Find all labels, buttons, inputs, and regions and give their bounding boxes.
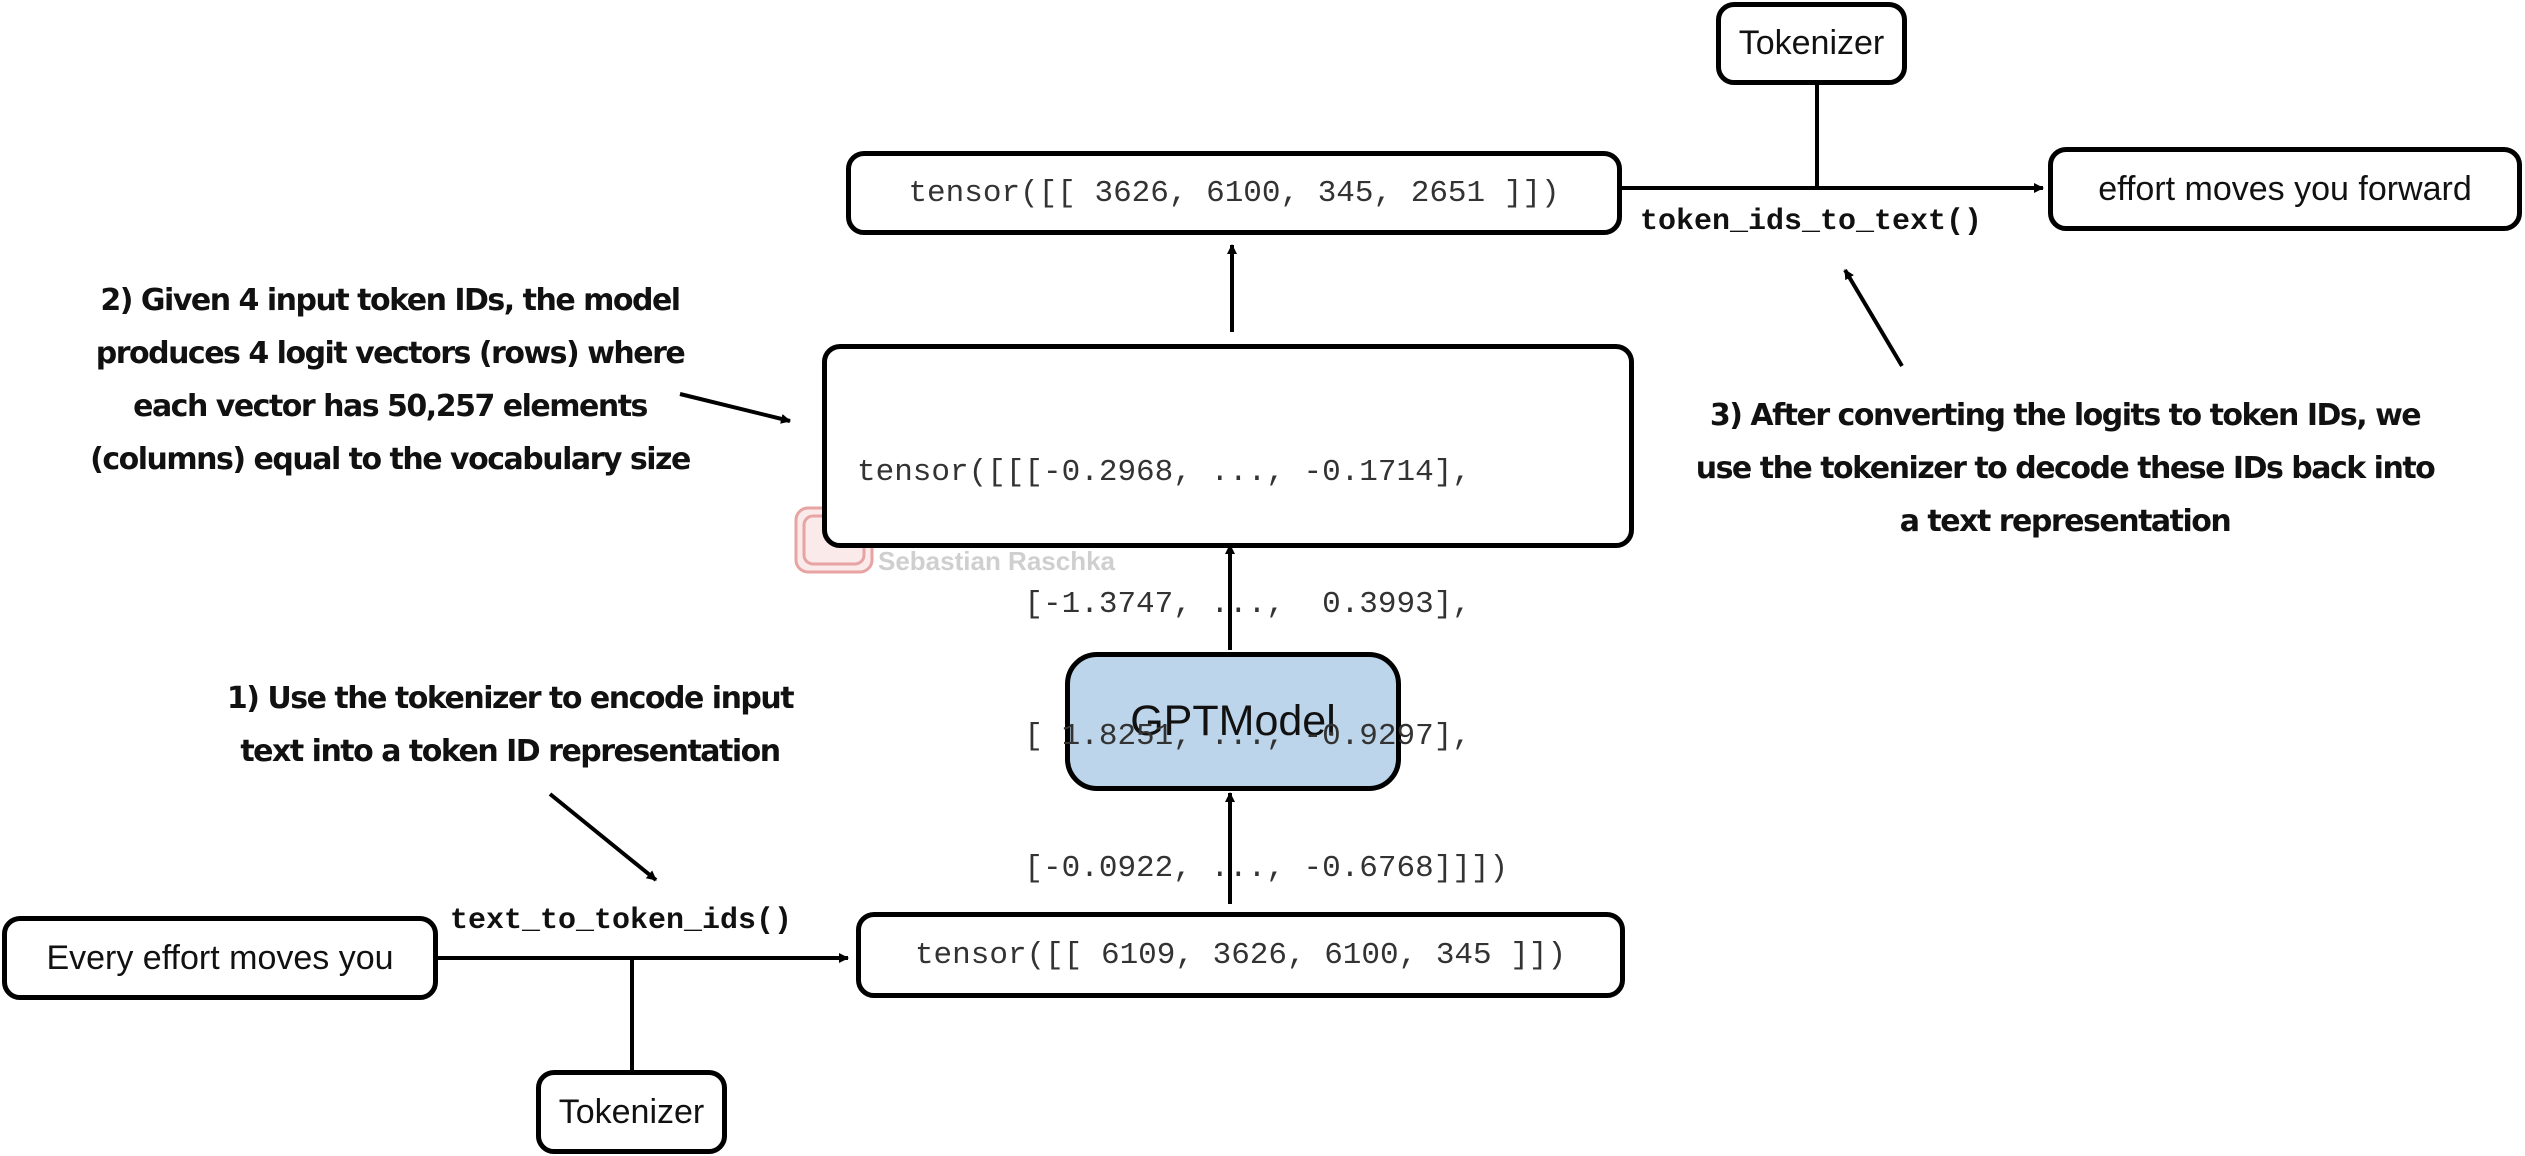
note-step3-line-1: 3) After converting the logits to token … <box>1709 398 2422 433</box>
tokenizer-box-bottom: Tokenizer <box>536 1070 727 1154</box>
tokenizer-top-label: Tokenizer <box>1738 24 1885 62</box>
logits-row-1: tensor([[[-0.2968, ..., -0.1714], <box>857 455 1471 490</box>
encode-function-label: text_to_token_ids() <box>450 904 793 938</box>
logits-row-2: [-1.3747, ..., 0.3993], <box>857 587 1471 622</box>
input-tensor-box: tensor([[ 6109, 3626, 6100, 345 ]]) <box>856 912 1625 998</box>
gpt-model-label: GPTModel <box>1130 697 1336 745</box>
note-step3-line-2: use the tokenizer to decode these IDs ba… <box>1695 451 2436 486</box>
input-tensor-label: tensor([[ 6109, 3626, 6100, 345 ]]) <box>914 937 1567 973</box>
note-step1: 1) Use the tokenizer to encode input tex… <box>150 672 870 778</box>
note-step3-line-3: a text representation <box>1899 504 2232 539</box>
note-step3: 3) After converting the logits to token … <box>1675 389 2455 548</box>
tokenizer-box-top: Tokenizer <box>1716 2 1907 85</box>
pointer-step2 <box>679 392 791 424</box>
input-text-box: Every effort moves you <box>2 916 438 1000</box>
logits-row-3: [ 1.8251, ..., -0.9297], <box>857 719 1471 754</box>
note-step2-line-1: 2) Given 4 input token IDs, the model <box>100 283 681 318</box>
note-step2-line-3: each vector has 50,257 elements <box>133 389 648 424</box>
pointer-step1 <box>548 792 658 882</box>
input-text-label: Every effort moves you <box>46 938 394 977</box>
output-text-box: effort moves you forward <box>2048 147 2522 231</box>
decode-function-label: token_ids_to_text() <box>1640 205 1983 239</box>
output-tensor-box: tensor([[ 3626, 6100, 345, 2651 ]]) <box>846 151 1622 235</box>
pointer-step3 <box>1843 268 1904 368</box>
tokenizer-bottom-label: Tokenizer <box>558 1092 705 1131</box>
note-step2-line-4: (columns) equal to the vocabulary size <box>90 442 691 477</box>
note-step1-line-2: text into a token ID representation <box>240 734 781 769</box>
note-step2: 2) Given 4 input token IDs, the model pr… <box>80 274 700 486</box>
logits-row-4: [-0.0922, ..., -0.6768]]]) <box>857 851 1509 886</box>
logits-tensor-box: tensor([[[-0.2968, ..., -0.1714], [-1.37… <box>822 344 1634 886</box>
note-step1-line-1: 1) Use the tokenizer to encode input <box>226 681 795 716</box>
note-step2-line-2: produces 4 logit vectors (rows) where <box>95 336 686 371</box>
gpt-model-box: GPTModel <box>1065 652 1401 791</box>
output-text-label: effort moves you forward <box>2098 169 2472 208</box>
watermark-text: Sebastian Raschka <box>878 546 1116 576</box>
output-tensor-label: tensor([[ 3626, 6100, 345, 2651 ]]) <box>908 175 1560 211</box>
